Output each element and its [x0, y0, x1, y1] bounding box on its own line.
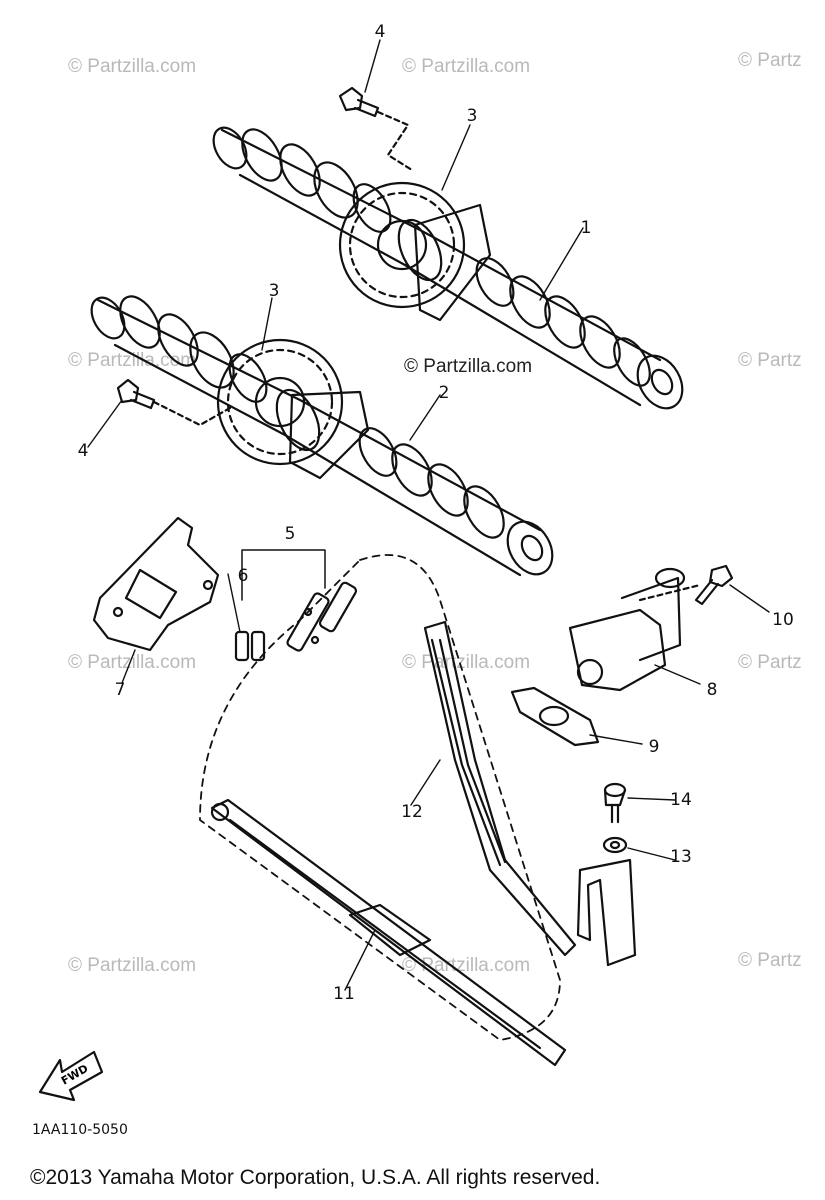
callout-4-lower: 4: [77, 441, 89, 461]
callout-14: 14: [670, 790, 692, 810]
guide-bracket: [576, 858, 637, 967]
callout-6: 6: [237, 566, 249, 586]
fwd-arrow: [38, 1050, 104, 1102]
callout-7: 7: [114, 680, 126, 700]
bolt-upper: [338, 86, 414, 172]
drawing-code: 1AA110-5050: [32, 1122, 128, 1138]
washer: [602, 836, 628, 854]
cam-sprocket-upper: [338, 181, 466, 309]
callout-3-upper: 3: [466, 106, 478, 126]
callout-13: 13: [670, 847, 692, 867]
callout-3-lower: 3: [268, 281, 280, 301]
callout-1: 1: [580, 218, 592, 238]
callout-12: 12: [401, 802, 423, 822]
watermark: © Partz: [738, 950, 802, 971]
bolt-lower: [116, 378, 232, 427]
watermark: © Partzilla.com: [402, 56, 531, 77]
bracket-bolt: [603, 782, 627, 824]
tensioner-bolt: [694, 564, 734, 606]
callout-10: 10: [772, 610, 794, 630]
callout-9: 9: [648, 737, 660, 757]
watermark: © Partzilla.com: [68, 56, 197, 77]
tensioner-gasket: [510, 686, 600, 747]
watermark: © Partzilla.com: [68, 955, 197, 976]
watermark: © Partz: [738, 652, 802, 673]
fwd-label: FWD: [59, 1062, 90, 1088]
copyright-notice: ©2013 Yamaha Motor Corporation, U.S.A. A…: [30, 1166, 601, 1189]
center-watermark: © Partzilla.com: [404, 356, 533, 377]
cam-chain-path: [199, 554, 561, 1041]
chain-guide-12: [423, 620, 577, 957]
watermark: © Partzilla.com: [68, 350, 197, 371]
callout-5: 5: [284, 524, 296, 544]
chain-guide-top: [92, 516, 220, 652]
callout-2: 2: [438, 383, 450, 403]
watermark: © Partzilla.com: [68, 652, 197, 673]
cam-sprocket-lower: [216, 338, 344, 466]
callout-11: 11: [333, 984, 355, 1004]
watermark: © Partz: [738, 50, 802, 71]
chain-tensioner: [568, 567, 702, 692]
callout-8: 8: [706, 680, 718, 700]
leader-lines: [87, 39, 770, 991]
callout-4-upper: 4: [374, 22, 386, 42]
chain-guide-11: [210, 798, 567, 1067]
watermark: © Partz: [738, 350, 802, 371]
chain-joint: [234, 549, 358, 662]
camshaft-lower: [90, 295, 554, 577]
